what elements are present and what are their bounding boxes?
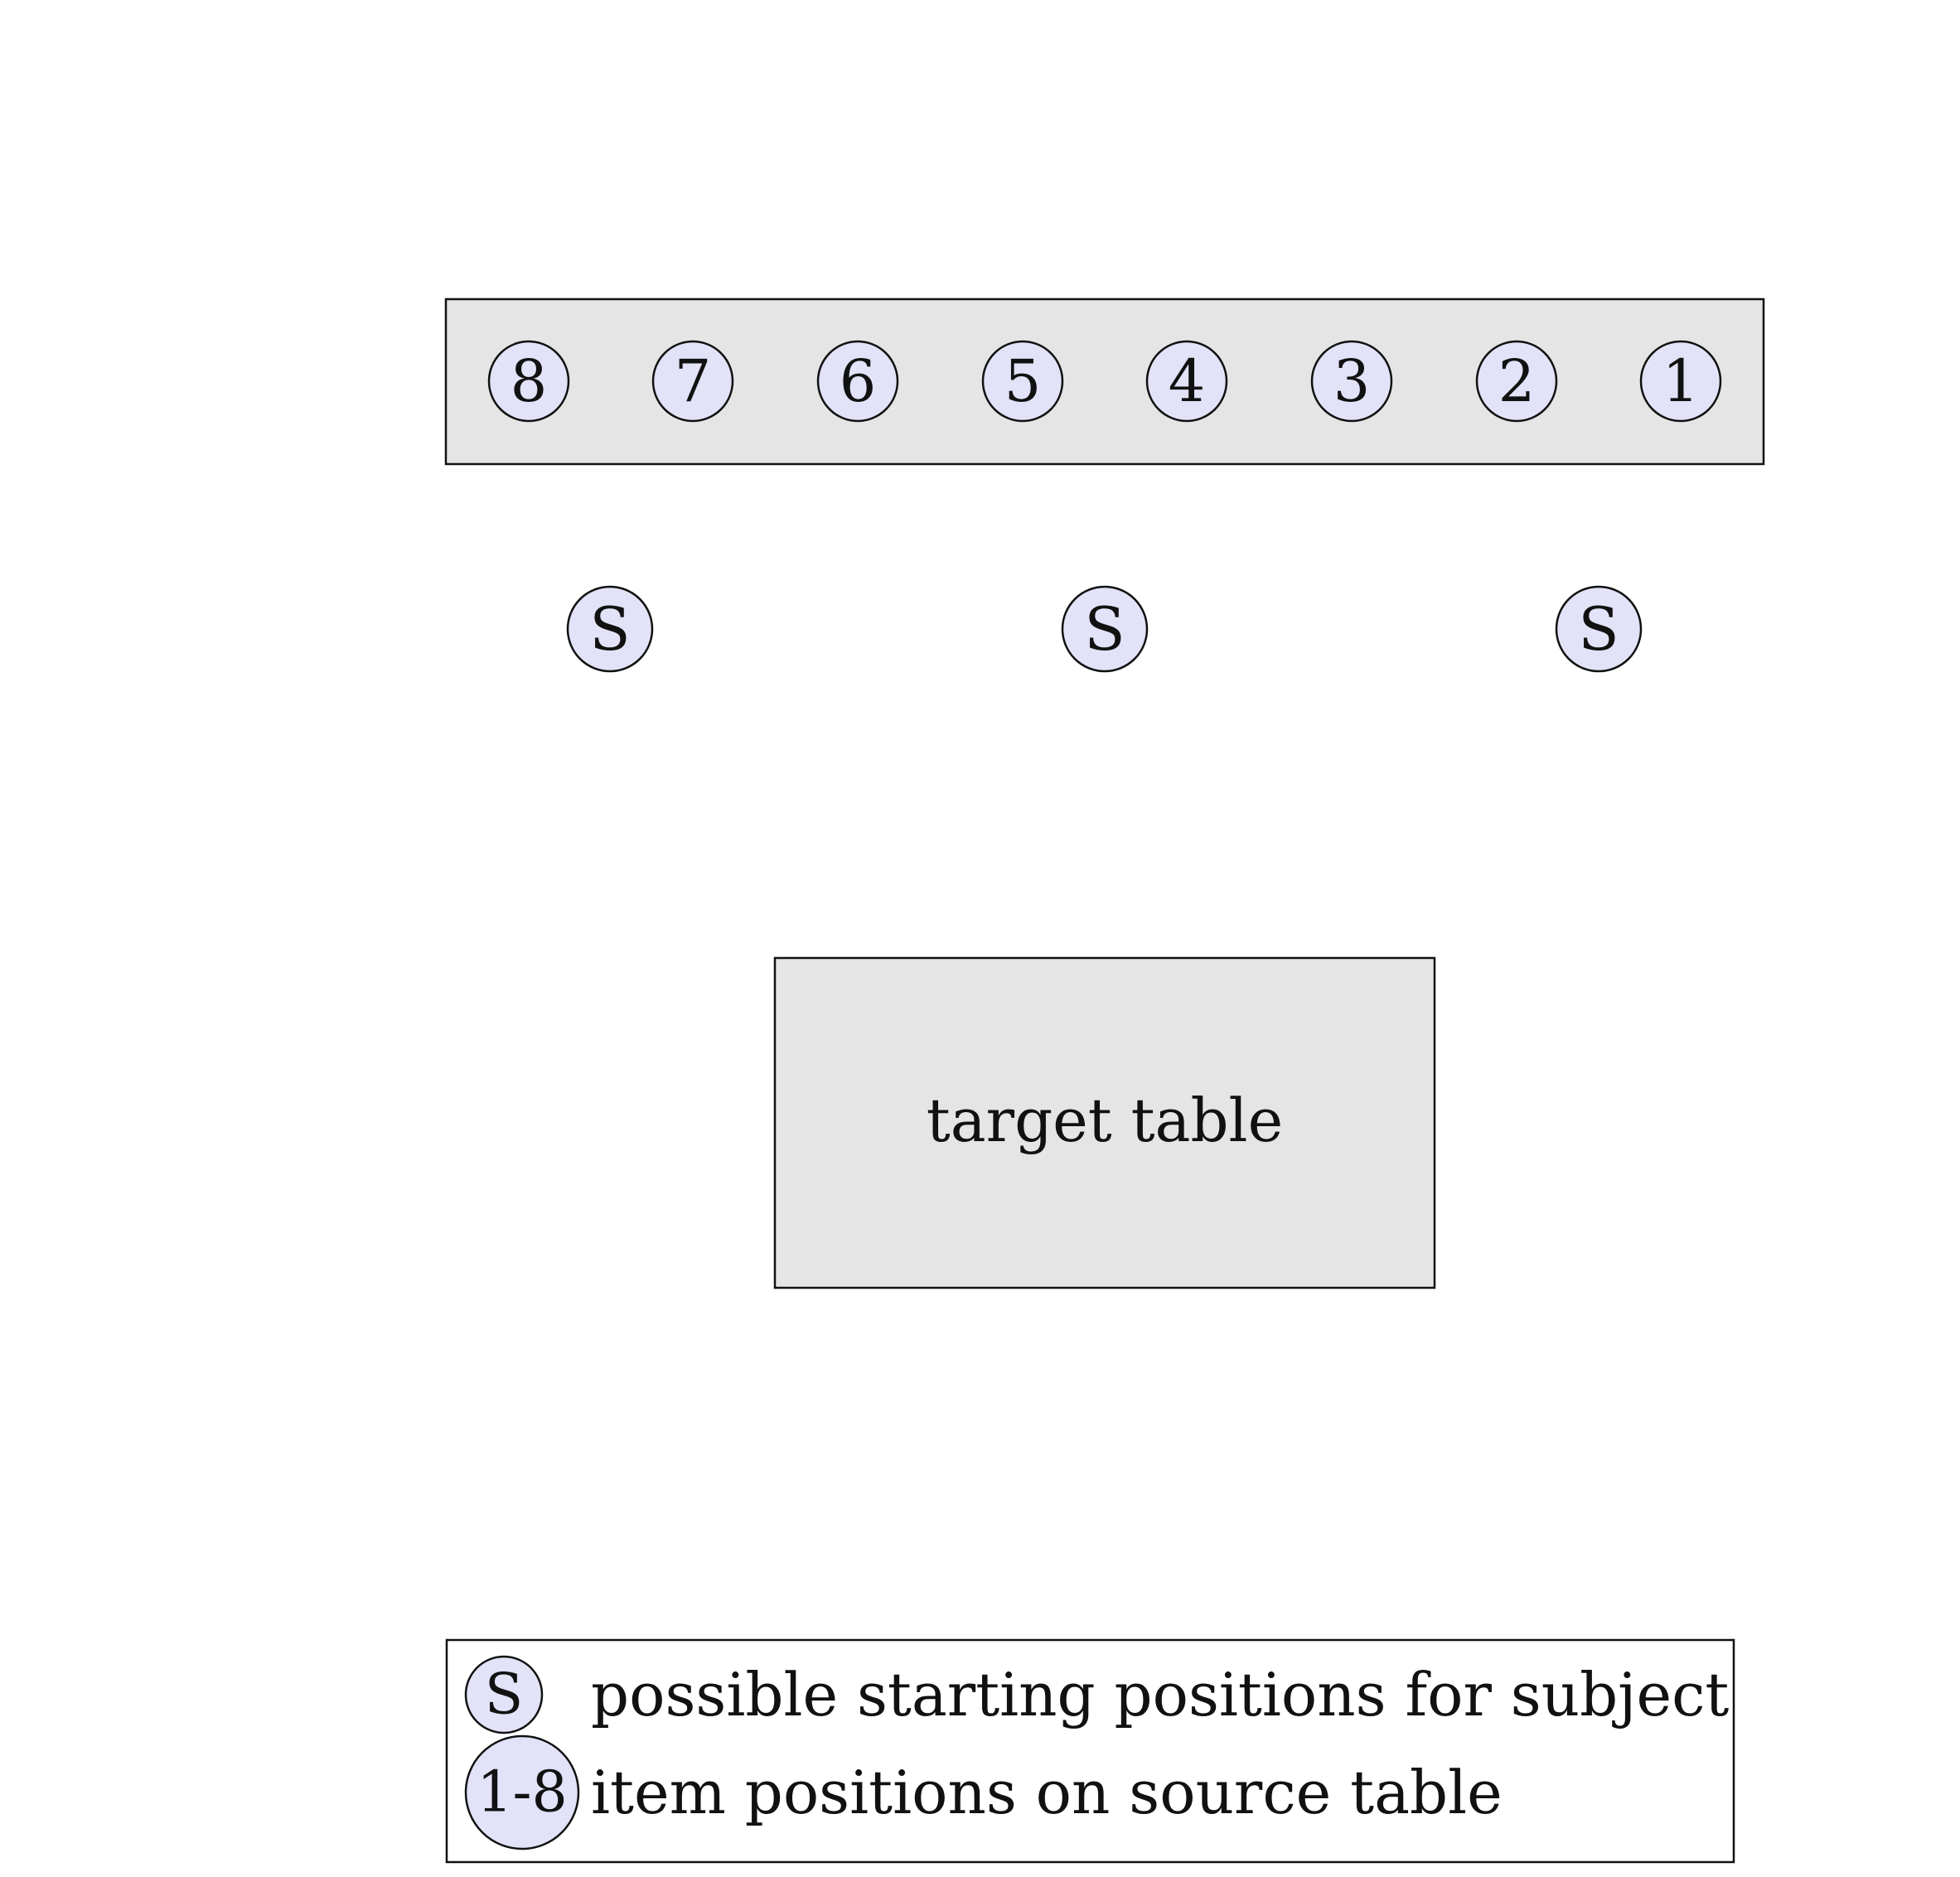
item-position-2: 2 xyxy=(1475,340,1558,423)
item-position-label: 2 xyxy=(1498,347,1536,415)
item-position-label: 5 xyxy=(1004,347,1042,415)
source-table: 8 7 6 5 4 3 2 1 xyxy=(444,298,1765,466)
item-position-4: 4 xyxy=(1145,340,1228,423)
legend-entry-items: 1-8 item positions on source table xyxy=(464,1734,1503,1850)
item-position-8: 8 xyxy=(487,340,570,423)
source-table-rect xyxy=(444,298,1765,466)
item-position-label: 8 xyxy=(511,347,548,415)
start-position-circle xyxy=(566,585,654,673)
legend-items-symbol-label: 1-8 xyxy=(477,1760,568,1826)
item-position-circle xyxy=(981,340,1064,423)
start-position-left: S xyxy=(566,585,654,673)
start-position-circle xyxy=(1555,585,1643,673)
start-position-circle xyxy=(1061,585,1149,673)
item-position-circle xyxy=(1639,340,1722,423)
item-position-circle xyxy=(1310,340,1393,423)
target-table-rect xyxy=(773,956,1436,1289)
start-position-label: S xyxy=(1578,594,1619,664)
item-position-circle xyxy=(1475,340,1558,423)
item-position-6: 6 xyxy=(816,340,899,423)
item-position-label: 6 xyxy=(840,347,877,415)
item-position-circle xyxy=(651,340,734,423)
legend-items-symbol xyxy=(464,1734,580,1850)
item-position-circle xyxy=(487,340,570,423)
start-position-label: S xyxy=(1084,594,1125,664)
legend-start-symbol-label: S xyxy=(485,1662,524,1728)
start-position-right: S xyxy=(1555,585,1643,673)
item-position-3: 3 xyxy=(1310,340,1393,423)
legend: S possible starting positions for subjec… xyxy=(445,1638,1735,1864)
legend-box xyxy=(445,1638,1735,1864)
target-table-label: target table xyxy=(927,1086,1283,1155)
item-position-circle xyxy=(1145,340,1228,423)
start-position-center: S xyxy=(1061,585,1149,673)
legend-start-text: possible starting positions for subject xyxy=(591,1660,1729,1729)
item-position-5: 5 xyxy=(981,340,1064,423)
legend-start-symbol xyxy=(464,1655,544,1734)
item-position-1: 1 xyxy=(1639,340,1722,423)
item-position-label: 4 xyxy=(1169,347,1206,415)
start-positions: S S S xyxy=(566,585,1643,673)
target-table: target table xyxy=(773,956,1436,1289)
item-position-label: 7 xyxy=(675,347,712,415)
item-position-label: 3 xyxy=(1333,347,1371,415)
item-position-7: 7 xyxy=(651,340,734,423)
legend-items-text: item positions on source table xyxy=(591,1758,1503,1827)
start-position-label: S xyxy=(589,594,630,664)
legend-entry-start: S possible starting positions for subjec… xyxy=(464,1655,1729,1734)
item-position-circle xyxy=(816,340,899,423)
item-position-label: 1 xyxy=(1662,347,1700,415)
